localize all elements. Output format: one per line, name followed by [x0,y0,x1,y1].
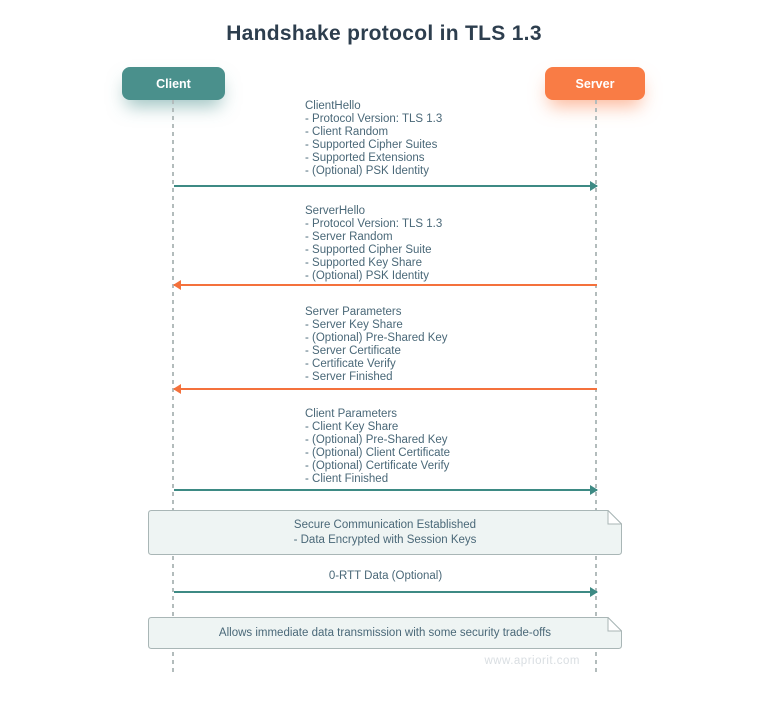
message-serverhello: ServerHello - Protocol Version: TLS 1.3 … [305,205,595,283]
arrow-zero-rtt [174,587,598,597]
message-line: - Client Finished [305,473,389,485]
message-line: - Protocol Version: TLS 1.3 [305,113,443,125]
message-title: ServerHello [305,205,366,217]
message-line: - Supported Cipher Suites [305,139,438,151]
message-server-parameters: Server Parameters - Server Key Share - (… [305,306,595,384]
actor-server: Server [545,67,645,100]
actor-server-label: Server [575,76,615,91]
message-line: - (Optional) Client Certificate [305,447,451,459]
arrow-serverhello [173,280,597,290]
note-fold-corner [607,617,622,632]
note-line: Secure Communication Established [293,519,477,531]
note-line: Allows immediate data transmission with … [218,626,552,639]
arrow-clienthello [174,181,598,191]
message-line: - (Optional) Pre-Shared Key [305,332,448,344]
message-line: - Server Finished [305,371,393,383]
note-secure-communication: Secure Communication Established - Data … [148,510,622,555]
message-title: Server Parameters [305,306,402,318]
message-line: - (Optional) PSK Identity [305,165,429,177]
zero-rtt-label: 0-RTT Data (Optional) [328,570,443,582]
actor-client-label: Client [156,76,191,91]
watermark: www.apriorit.com [484,655,580,667]
note-shape [148,617,622,649]
message-line: - Client Random [305,126,389,138]
message-line: - (Optional) Pre-Shared Key [305,434,448,446]
message-line: - Certificate Verify [305,358,396,370]
message-line: - (Optional) Certificate Verify [305,460,450,472]
arrow-server-parameters [173,384,597,394]
message-line: - Server Random [305,231,393,243]
note-fold-corner [607,510,622,525]
message-client-parameters: Client Parameters - Client Key Share - (… [305,408,595,486]
note-line: - Data Encrypted with Session Keys [293,533,477,546]
note-shape [148,510,622,555]
message-line: - Server Certificate [305,345,401,357]
message-title: Client Parameters [305,408,398,420]
actor-client: Client [122,67,225,100]
message-line: - Supported Key Share [305,257,422,269]
note-zero-rtt-tradeoffs: Allows immediate data transmission with … [148,617,622,649]
message-line: - Client Key Share [305,421,399,433]
message-line: - Supported Extensions [305,152,425,164]
arrow-client-parameters [174,485,598,495]
message-clienthello: ClientHello - Protocol Version: TLS 1.3 … [305,100,595,178]
server-lifeline [595,100,597,672]
page-title: Handshake protocol in TLS 1.3 [226,22,542,45]
message-line: - Supported Cipher Suite [305,244,432,256]
message-line: - Protocol Version: TLS 1.3 [305,218,443,230]
message-title: ClientHello [305,100,361,112]
message-line: - Server Key Share [305,319,403,331]
message-line: - (Optional) PSK Identity [305,270,429,282]
